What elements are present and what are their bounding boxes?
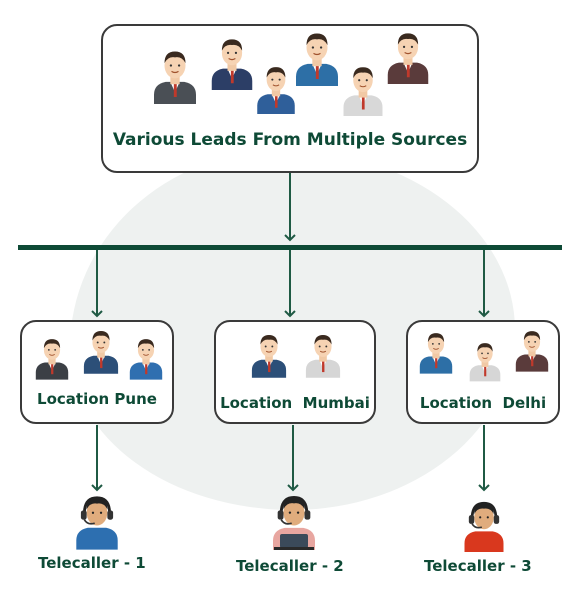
telecaller-label-1: Telecaller - 1 [38, 554, 146, 572]
person-icon [209, 36, 255, 90]
sources-label: Various Leads From Multiple Sources [112, 130, 468, 150]
location-box-delhi: Location Delhi [406, 320, 560, 424]
location-box-mumbai: Location Mumbai [214, 320, 376, 424]
person-icon [468, 340, 502, 382]
headset-agent-icon [74, 494, 120, 550]
person-icon [151, 48, 199, 104]
person-icon [293, 30, 341, 86]
location-label-mumbai: Location Mumbai [220, 394, 370, 412]
location-box-pune: Location Pune [20, 320, 174, 424]
person-icon [34, 336, 70, 380]
person-icon [341, 64, 385, 116]
person-icon [250, 332, 288, 378]
headset-agent-icon [462, 500, 506, 552]
person-icon [385, 30, 431, 84]
person-icon [255, 64, 297, 114]
person-icon [418, 330, 454, 374]
telecaller-label-3: Telecaller - 3 [424, 557, 532, 575]
location-label-delhi: Location Delhi [419, 394, 547, 412]
telecaller-label-2: Telecaller - 2 [236, 557, 344, 575]
person-icon [82, 328, 120, 374]
location-label-pune: Location Pune [37, 390, 157, 408]
sources-box: Various Leads From Multiple Sources [101, 24, 479, 173]
laptop-agent-icon [270, 494, 318, 550]
person-icon [304, 332, 342, 378]
person-icon [514, 328, 550, 372]
person-icon [128, 336, 164, 380]
